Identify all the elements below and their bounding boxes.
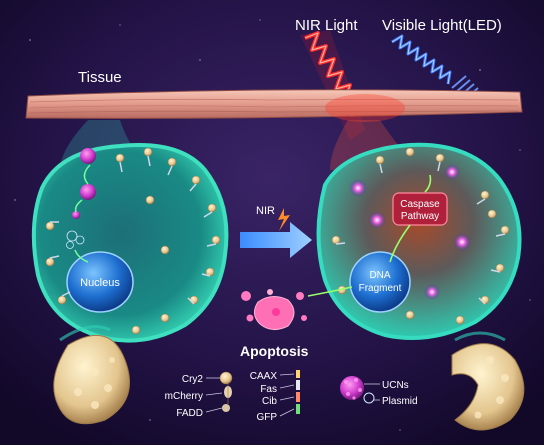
legend-cry2: Cry2 [182,374,204,385]
legend-cib: Cib [262,396,277,407]
tissue-layer [25,89,523,122]
label-dna-2: Fragment [359,283,402,294]
legend-plasmid: Plasmid [382,396,418,407]
label-tissue: Tissue [78,69,122,86]
ucn-glow-icon [444,164,460,180]
membrane-proteins [45,147,221,335]
label-nir-light: NIR Light [295,17,358,34]
ucn-glow-icon [424,284,440,300]
cib-icon [296,392,300,402]
receptor-stalks [49,155,217,305]
protein-aggregate-left [53,325,130,425]
legend-ucns: UCNs [382,380,409,391]
text-labels: NIR Light Visible Light(LED) Tissue NIR … [78,17,502,423]
gfp-icon [296,404,300,414]
ucn-glow-icon [349,179,367,197]
fas-icon [296,380,300,390]
cry2-icon [219,371,233,385]
label-apoptosis: Apoptosis [240,343,309,359]
caax-icon [296,370,300,378]
plasmid-legend-icon [363,392,375,404]
plasmid-icon [66,230,85,249]
label-nucleus: Nucleus [80,277,120,289]
left-cell [31,143,229,343]
lightning-icon [278,208,290,231]
label-caspase-2: Pathway [401,211,439,222]
legend-gfp: GFP [256,412,277,423]
ucn-glow-icon [368,211,386,229]
ucn-icon [80,148,96,164]
label-caspase-1: Caspase [400,199,440,210]
legend-fas: Fas [260,384,277,395]
ucn-glow-icon [453,233,471,251]
legend-fadd: FADD [176,408,203,419]
legend-caax: CAAX [250,371,278,382]
legend-glyphs [205,370,380,417]
nucleus-right [349,251,411,313]
ucn-icon [80,184,96,200]
fadd-icon [222,404,230,412]
ucns-icon [340,376,364,400]
label-nir-arrow: NIR [256,205,275,217]
legend-mcherry: mCherry [165,391,203,402]
protein-aggregate-right [451,331,525,431]
right-cell [307,142,522,341]
nir-arrow [240,208,312,258]
nucleus-left [66,251,134,313]
caspase-pathway-box [392,192,448,226]
stars [14,19,531,431]
apoptotic-fragments [241,289,307,330]
label-dna-1: DNA [369,270,390,281]
label-visible-light: Visible Light(LED) [382,17,502,34]
